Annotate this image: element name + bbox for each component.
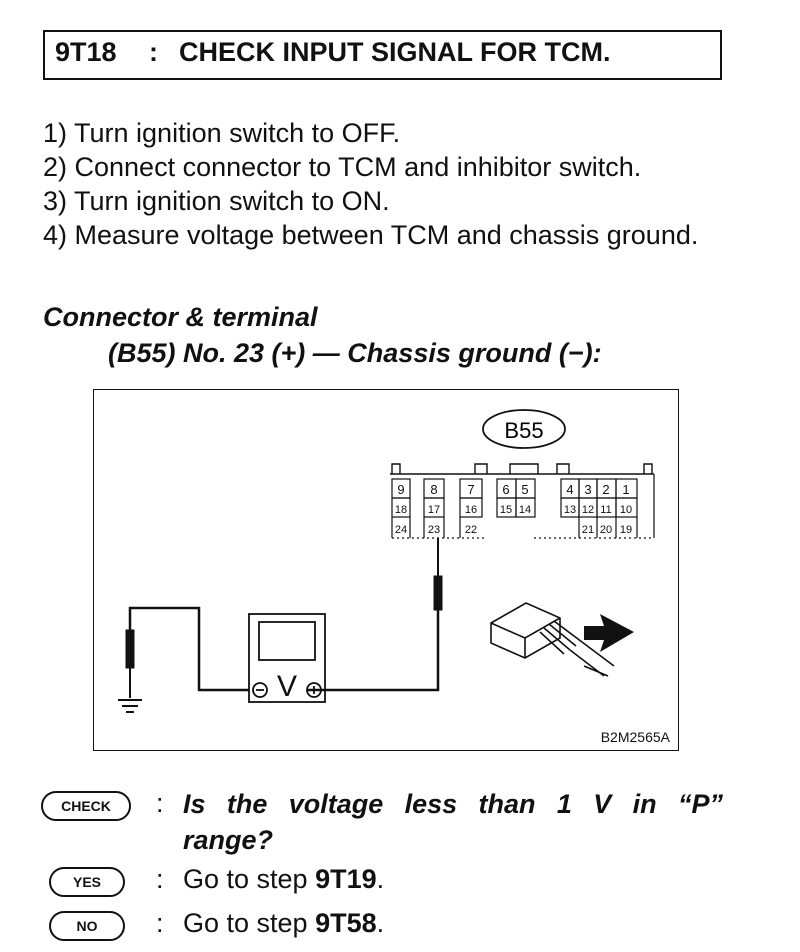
insertion-arrow-icon (584, 614, 634, 652)
voltmeter (248, 613, 326, 703)
procedure-step-3: 3) Turn ignition switch to ON. (43, 186, 390, 216)
no-answer: Go to step 9T58. (183, 908, 385, 938)
connector-terminal-heading: Connector & terminal (43, 302, 318, 332)
yes-colon: : (156, 864, 164, 894)
no-badge: NO (49, 911, 125, 941)
pin-19: 19 (620, 524, 632, 536)
pin-9: 9 (397, 482, 404, 497)
voltmeter-unit: V (277, 670, 297, 703)
yes-badge: YES (49, 867, 125, 897)
pin-4: 4 (566, 482, 573, 497)
pin-20: 20 (600, 524, 612, 536)
positive-test-probe (307, 538, 443, 692)
ground-test-probe (125, 606, 249, 698)
wiring-diagram: B55 (93, 389, 679, 751)
pin-3: 3 (584, 482, 591, 497)
procedure-steps: 1) Turn ignition switch to OFF. 2) Conne… (43, 116, 725, 252)
pin-5: 5 (521, 482, 528, 497)
step-title: CHECK INPUT SIGNAL FOR TCM. (179, 37, 611, 67)
step-code: 9T18 (55, 37, 117, 67)
connector-id-callout: B55 (482, 409, 566, 449)
yes-answer: Go to step 9T19. (183, 864, 385, 894)
pin-12: 12 (582, 504, 594, 516)
step-code-separator: : (149, 37, 158, 67)
connector-pin-grid (391, 474, 655, 539)
yes-target-step[interactable]: 9T19 (315, 864, 377, 894)
connector-terminal-detail: (B55) No. 23 (+) — Chassis ground (−): (108, 338, 602, 368)
pin-13: 13 (564, 504, 576, 516)
no-badge-label: NO (76, 918, 98, 934)
pin-2: 2 (602, 482, 609, 497)
pin-16: 16 (465, 504, 477, 516)
connector-b55 (390, 463, 654, 475)
pin-24: 24 (395, 524, 407, 536)
check-badge: CHECK (41, 791, 131, 821)
check-colon: : (156, 788, 164, 818)
check-question: Is the voltage less than 1 V in “P” rang… (183, 789, 723, 855)
pin-23: 23 (428, 524, 440, 536)
no-answer-text: Go to step (183, 908, 308, 938)
procedure-step-1: 1) Turn ignition switch to OFF. (43, 118, 401, 148)
figure-code: B2M2565A (601, 729, 671, 745)
pin-22: 22 (465, 524, 477, 536)
check-badge-label: CHECK (61, 798, 111, 814)
procedure-step-4: 4) Measure voltage between TCM and chass… (43, 220, 699, 250)
pin-21: 21 (582, 524, 594, 536)
pin-6: 6 (502, 482, 509, 497)
pin-1: 1 (622, 482, 629, 497)
no-target-step[interactable]: 9T58 (315, 908, 377, 938)
pin-10: 10 (620, 504, 632, 516)
pin-14: 14 (519, 504, 531, 516)
harness-connector-illustration (490, 602, 615, 677)
pin-7: 7 (467, 482, 474, 497)
no-colon: : (156, 908, 164, 938)
pin-17: 17 (428, 504, 440, 516)
yes-answer-text: Go to step (183, 864, 308, 894)
ground-icon (118, 699, 142, 713)
procedure-step-2: 2) Connect connector to TCM and inhibito… (43, 152, 642, 182)
connector-id-label: B55 (504, 418, 543, 443)
yes-badge-label: YES (72, 874, 101, 890)
pin-8: 8 (430, 482, 437, 497)
pin-11: 11 (600, 504, 611, 516)
pin-15: 15 (500, 504, 512, 516)
pin-18: 18 (395, 504, 407, 516)
step-title-box: 9T18 : CHECK INPUT SIGNAL FOR TCM. (43, 30, 722, 80)
